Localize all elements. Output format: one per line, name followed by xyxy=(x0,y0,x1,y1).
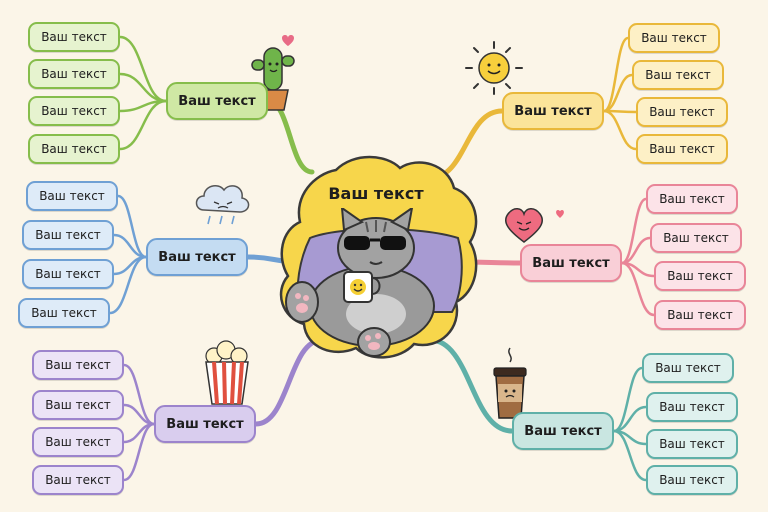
connector-teal-leaf-4 xyxy=(612,429,648,482)
leaf-yellow-4[interactable]: Ваш текст xyxy=(636,134,728,164)
leaf-teal-2[interactable]: Ваш текст xyxy=(646,392,738,422)
leaf-teal-1[interactable]: Ваш текст xyxy=(642,353,734,383)
center-topic-label[interactable]: Ваш текст xyxy=(328,184,424,203)
connector-green-leaf-1 xyxy=(118,35,168,103)
rain-cloud-icon xyxy=(195,185,250,225)
subtopic-pink[interactable]: Ваш текст xyxy=(520,244,622,282)
subtopic-teal[interactable]: Ваш текст xyxy=(512,412,614,450)
leaf-yellow-1[interactable]: Ваш текст xyxy=(628,23,720,53)
leaf-yellow-2[interactable]: Ваш текст xyxy=(632,60,724,90)
connector-green-leaf-2 xyxy=(118,72,168,103)
leaf-blue-1[interactable]: Ваш текст xyxy=(26,181,118,211)
coffee-cup-icon xyxy=(493,347,527,419)
leaf-blue-2[interactable]: Ваш текст xyxy=(22,220,114,250)
connector-blue-leaf-4 xyxy=(108,255,148,315)
leaf-purple-2[interactable]: Ваш текст xyxy=(32,390,124,420)
leaf-pink-4[interactable]: Ваш текст xyxy=(654,300,746,330)
leaf-green-2[interactable]: Ваш текст xyxy=(28,59,120,89)
leaf-yellow-3[interactable]: Ваш текст xyxy=(636,97,728,127)
connector-yellow-leaf-4 xyxy=(602,109,638,151)
leaf-pink-3[interactable]: Ваш текст xyxy=(654,261,746,291)
leaf-pink-2[interactable]: Ваш текст xyxy=(650,223,742,253)
leaf-green-4[interactable]: Ваш текст xyxy=(28,134,120,164)
leaf-blue-3[interactable]: Ваш текст xyxy=(22,259,114,289)
connector-purple-leaf-4 xyxy=(122,422,156,482)
subtopic-blue[interactable]: Ваш текст xyxy=(146,238,248,276)
cat-with-sunglasses-icon xyxy=(285,208,463,357)
subtopic-purple[interactable]: Ваш текст xyxy=(154,405,256,443)
leaf-teal-4[interactable]: Ваш текст xyxy=(646,465,738,495)
leaf-blue-4[interactable]: Ваш текст xyxy=(18,298,110,328)
heart-icon xyxy=(504,208,564,243)
connector-teal-main xyxy=(427,337,515,434)
connector-green-leaf-4 xyxy=(118,99,168,151)
subtopic-green[interactable]: Ваш текст xyxy=(166,82,268,120)
leaf-purple-1[interactable]: Ваш текст xyxy=(32,350,124,380)
leaf-purple-3[interactable]: Ваш текст xyxy=(32,427,124,457)
popcorn-icon xyxy=(205,340,249,405)
leaf-green-1[interactable]: Ваш текст xyxy=(28,22,120,52)
connector-pink-leaf-4 xyxy=(620,261,656,317)
subtopic-yellow[interactable]: Ваш текст xyxy=(502,92,604,130)
leaf-pink-1[interactable]: Ваш текст xyxy=(646,184,738,214)
leaf-teal-3[interactable]: Ваш текст xyxy=(646,429,738,459)
leaf-purple-4[interactable]: Ваш текст xyxy=(32,465,124,495)
leaf-green-3[interactable]: Ваш текст xyxy=(28,96,120,126)
sun-icon xyxy=(465,41,523,95)
